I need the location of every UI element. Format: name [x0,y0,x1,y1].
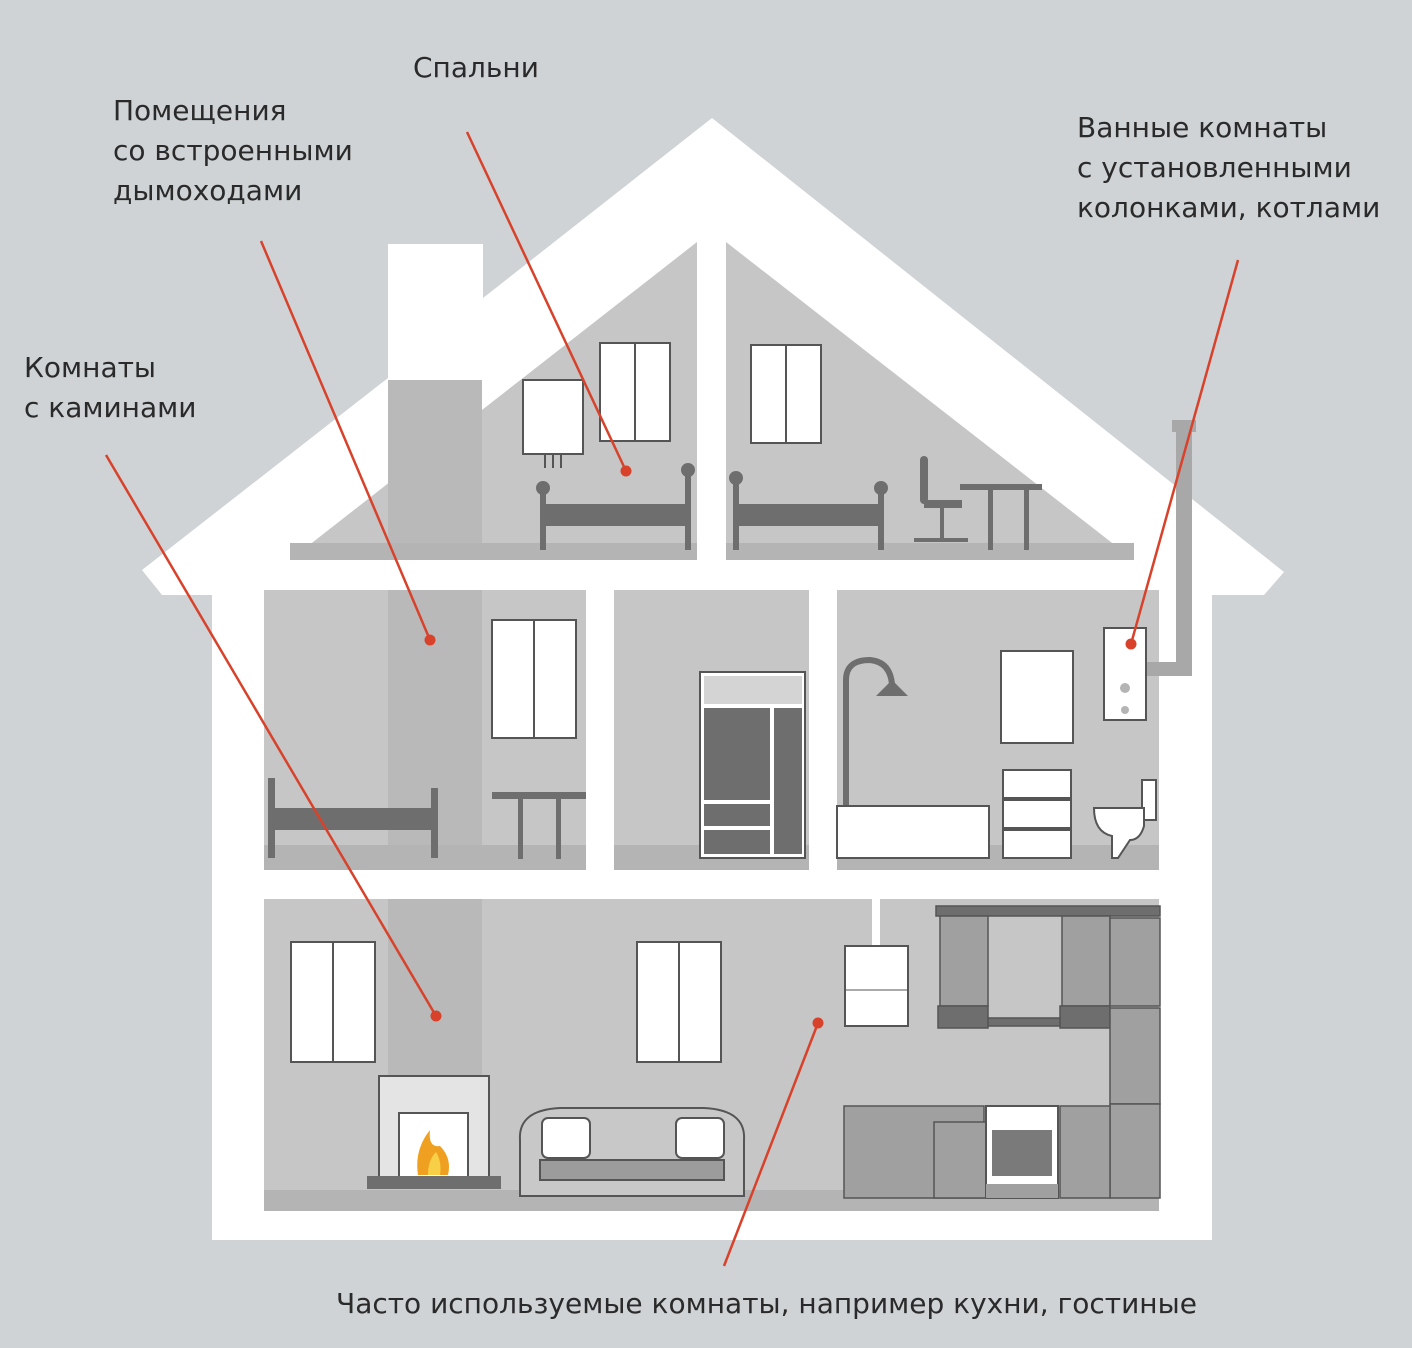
mirror-icon [1000,650,1074,744]
label-chimney-line-3: дымоходами [113,174,303,207]
shower-head-icon [876,680,908,696]
boiler-icon [522,379,584,468]
label-living-line: Часто используемые комнаты, например кух… [336,1287,1197,1320]
sofa-icon [518,1107,746,1197]
bed-icon [268,463,888,858]
attic-chimney-column [388,380,482,560]
label-fireplace-line-1: Комнаты [24,351,157,384]
drawer-cabinet-icon [1002,769,1072,859]
label-bathrooms-line-3: колонками, котлами [1077,191,1381,224]
office-chair-icon [914,456,968,542]
desk-icon [492,484,1042,859]
label-chimney-line-1: Помещения [113,94,287,127]
label-bedrooms-line: Спальни [413,51,539,84]
label-bathrooms-line-1: Ванные комнаты [1077,111,1328,144]
label-fireplace-line-2: с каминами [24,391,197,424]
label-bathrooms-line-2: с установленными [1077,151,1352,184]
leader-line-chimney [259,240,432,641]
window-icon [290,342,822,1063]
leader-line-fireplace [104,454,438,1017]
leader-lines [104,131,1240,1267]
wardrobe-icon [699,671,806,859]
fireplace-icon [367,1075,501,1189]
kitchen-boiler-icon [844,945,909,1027]
stove-icon [985,1105,1059,1199]
toilet-icon [1092,779,1157,859]
leader-line-bedrooms [465,131,628,472]
label-chimney-rooms: Помещения со встроенными дымоходами [113,91,353,211]
kitchen-pipe [872,899,880,947]
attic-right-wall [726,242,1134,560]
flue-pipe [1176,430,1192,676]
leader-dots [424,465,1137,1029]
bathtub-icon [836,805,990,859]
ground-chimney-column [388,899,482,1079]
shower-icon [843,656,895,806]
water-heater-icon [1103,627,1147,721]
label-chimney-line-2: со встроенными [113,134,353,167]
attic-right-floor [726,543,1134,560]
kitchen-cabinets-icon [843,905,1161,1199]
label-fireplace-rooms: Комнаты с каминами [24,348,196,428]
leader-line-living [722,1022,820,1267]
attic-left-floor [290,543,697,560]
label-living-rooms: Часто используемые комнаты, например кух… [336,1284,1197,1324]
label-bedrooms: Спальни [413,48,539,88]
leader-line-bathrooms [1129,259,1240,645]
label-bathrooms: Ванные комнаты с установленными колонкам… [1077,108,1380,228]
